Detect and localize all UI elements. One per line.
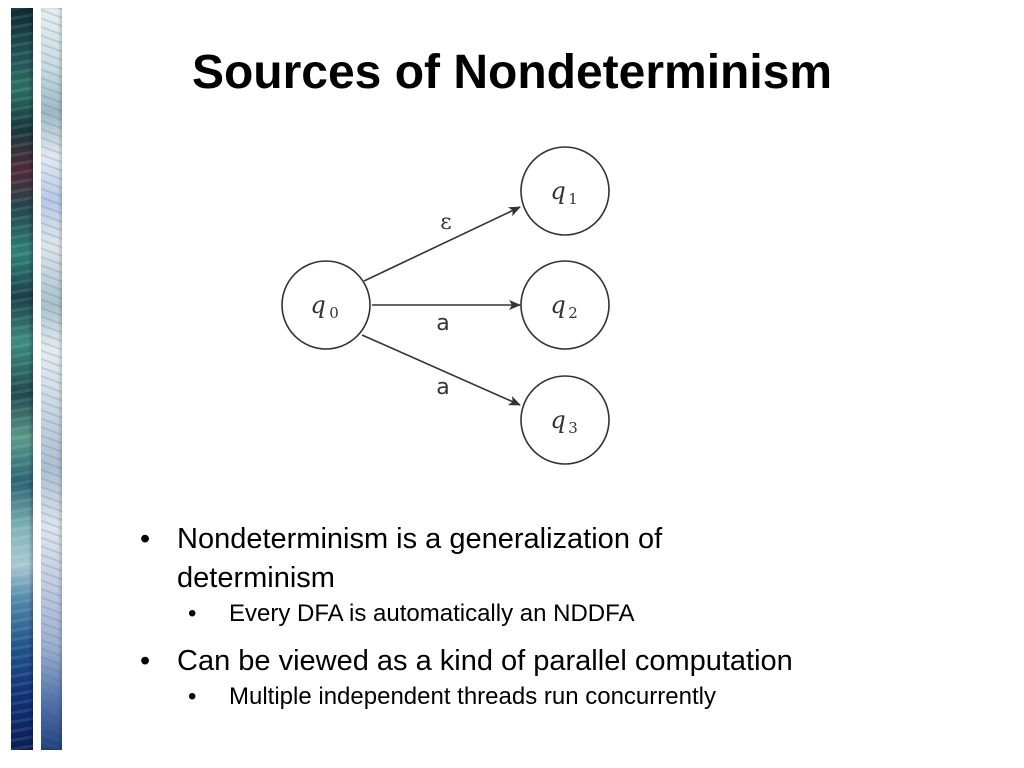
state-q3: q 3	[520, 375, 610, 465]
bullet-dot: •	[140, 523, 151, 555]
bullet-item: • Nondeterminism is a generalization of …	[140, 520, 960, 598]
svg-text:3: 3	[568, 419, 578, 437]
state-q0-sub: 0	[329, 304, 339, 322]
slide-title: Sources of Nondeterminism	[0, 44, 1024, 102]
svg-text:q: q	[550, 406, 565, 434]
slide-title-text: Sources of Nondeterminism	[191, 46, 833, 99]
decorative-strip-light	[41, 8, 62, 750]
bullet-text-line1: Nondeterminism is a generalization of	[177, 523, 663, 555]
decorative-strip-dark	[11, 8, 33, 750]
transition-label-a-q3: a	[436, 375, 449, 400]
transition-q0-q1	[363, 206, 521, 282]
svg-text:1: 1	[568, 190, 578, 208]
state-q0-base: q	[310, 291, 325, 319]
transition-label-epsilon: ε	[440, 210, 451, 235]
bullet-dot: •	[140, 645, 151, 677]
svg-text:0: 0	[329, 304, 339, 322]
state-q1: q 1	[520, 146, 610, 236]
state-q3-base: q	[550, 406, 565, 434]
bullet-text: Can be viewed as a kind of parallel comp…	[177, 645, 793, 677]
bullet-item: • Can be viewed as a kind of parallel co…	[140, 642, 960, 681]
sub-bullet-dot: •	[188, 600, 197, 627]
svg-text:q: q	[310, 291, 325, 319]
state-q0: q 0	[281, 260, 371, 350]
sub-bullet-item: • Every DFA is automatically an NDDFA	[140, 598, 960, 630]
sub-bullet-text: Every DFA is automatically an NDDFA	[229, 600, 635, 627]
state-q2-sub: 2	[568, 304, 578, 322]
sub-bullet-item: • Multiple independent threads run concu…	[140, 681, 960, 713]
state-q2-base: q	[550, 291, 565, 319]
bullet-text-line2: determinism	[177, 562, 335, 594]
state-q3-sub: 3	[568, 419, 578, 437]
svg-text:q: q	[550, 291, 565, 319]
bullet-list: • Nondeterminism is a generalization of …	[140, 520, 960, 713]
state-q1-base: q	[550, 177, 565, 205]
state-q2: q 2	[520, 260, 610, 350]
transition-q0-q3	[361, 334, 521, 406]
transition-label-a-q2: a	[436, 311, 449, 336]
sub-bullet-dot: •	[188, 683, 197, 710]
svg-text:2: 2	[568, 304, 578, 322]
state-q1-sub: 1	[568, 190, 578, 208]
svg-text:q: q	[550, 177, 565, 205]
sub-bullet-text: Multiple independent threads run concurr…	[229, 683, 716, 710]
